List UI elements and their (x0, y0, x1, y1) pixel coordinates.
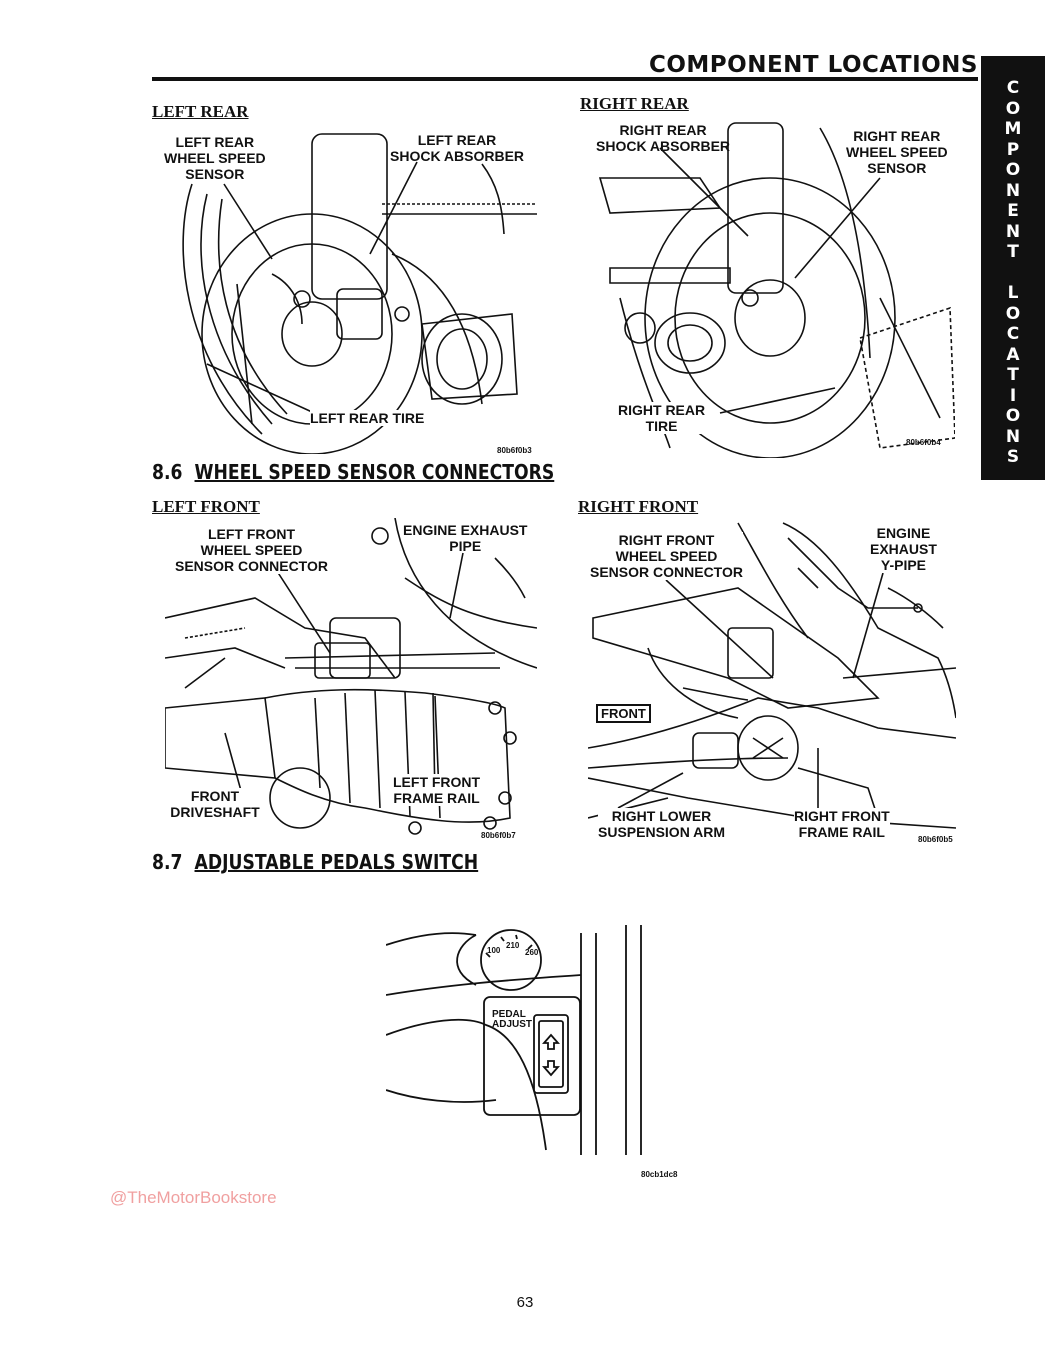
side-tab-letter: S (1006, 447, 1020, 467)
right-rear-shock-label: RIGHT REAR SHOCK ABSORBER (596, 122, 731, 154)
left-rear-sensor-label: LEFT REAR WHEEL SPEED SENSOR (164, 134, 266, 182)
page-header-title: COMPONENT LOCATIONS (648, 52, 978, 78)
section-8-7-number: 8.7 (152, 850, 183, 874)
side-tab-letter: E (1007, 201, 1019, 221)
side-tab-letter: M (1004, 119, 1022, 139)
gauge-label-210: 210 (506, 941, 520, 950)
side-tab-letter: T (1007, 365, 1019, 385)
side-tab-letter: O (1005, 406, 1021, 426)
gauge-label-260: 260 (525, 948, 539, 957)
right-rear-figure-id: 80b6f0b4 (906, 438, 941, 447)
right-front-connector-label: RIGHT FRONT WHEEL SPEED SENSOR CONNECTOR (590, 532, 743, 580)
pedal-adjust-drawing (386, 925, 642, 1155)
section-8-6-title: WHEEL SPEED SENSOR CONNECTORS (194, 460, 555, 484)
right-front-frame-rail-label: RIGHT FRONT FRAME RAIL (794, 808, 890, 840)
side-tab-letter: I (1009, 385, 1017, 406)
header-rule (152, 77, 978, 81)
side-tab-letter: N (1005, 426, 1021, 447)
side-tab-letter: O (1005, 160, 1021, 180)
side-tab-letter: N (1005, 221, 1021, 242)
left-front-heading: LEFT FRONT (152, 497, 260, 516)
left-rear-shock-label: LEFT REAR SHOCK ABSORBER (390, 132, 525, 164)
side-tab-letter: L (1007, 283, 1019, 303)
left-front-exhaust-label: ENGINE EXHAUST PIPE (403, 522, 528, 554)
right-rear-sensor-label: RIGHT REAR WHEEL SPEED SENSOR (846, 128, 948, 176)
left-rear-tire-label: LEFT REAR TIRE (310, 410, 425, 426)
section-8-7-heading: 8.7 ADJUSTABLE PEDALS SWITCH (152, 850, 478, 874)
right-rear-figure: RIGHT REAR SHOCK ABSORBER RIGHT REAR WHE… (580, 118, 955, 458)
gauge-label-100: 100 (487, 946, 501, 955)
section-8-7-title: ADJUSTABLE PEDALS SWITCH (194, 850, 479, 874)
right-rear-tire-label: RIGHT REAR TIRE (618, 402, 706, 434)
right-rear-heading: RIGHT REAR (580, 94, 689, 113)
right-front-front-arrow-label: FRONT (596, 704, 651, 723)
section-8-6-number: 8.6 (152, 460, 183, 484)
right-front-exhaust-label: ENGINE EXHAUST Y-PIPE (870, 525, 937, 573)
left-front-figure-id: 80b6f0b7 (481, 831, 516, 840)
side-tab-letter: O (1005, 303, 1021, 324)
right-front-heading: RIGHT FRONT (578, 497, 699, 516)
left-front-frame-rail-label: LEFT FRONT FRAME RAIL (393, 774, 481, 806)
right-front-figure-id: 80b6f0b5 (918, 835, 953, 844)
left-front-figure: LEFT FRONT WHEEL SPEED SENSOR CONNECTOR … (165, 518, 537, 843)
side-tab-letter: T (1007, 242, 1019, 262)
page-number: 63 (516, 1294, 534, 1311)
right-front-arm-label: RIGHT LOWER SUSPENSION ARM (598, 808, 726, 840)
left-front-driveshaft-label: FRONT DRIVESHAFT (165, 788, 265, 820)
side-tab-letter: O (1005, 98, 1021, 119)
pedal-figure-id: 80cb1dc8 (641, 1170, 678, 1179)
side-tab-letter: C (1006, 78, 1020, 98)
side-tab-letter: A (1006, 344, 1020, 365)
right-rear-drawing (598, 122, 955, 458)
section-8-6-heading: 8.6 WHEEL SPEED SENSOR CONNECTORS (152, 460, 554, 484)
side-tab-letter: C (1006, 324, 1020, 344)
watermark: @TheMotorBookstore (110, 1188, 277, 1207)
left-front-connector-label: LEFT FRONT WHEEL SPEED SENSOR CONNECTOR (175, 526, 328, 574)
side-tab-letter: P (1006, 139, 1020, 160)
pedal-adjust-label: PEDAL ADJUST (492, 1009, 533, 1030)
side-tab-letter: N (1005, 180, 1021, 201)
right-front-figure: RIGHT FRONT WHEEL SPEED SENSOR CONNECTOR… (588, 518, 956, 848)
pedal-adjust-figure: 100 210 260 PEDAL ADJUST (386, 925, 656, 1155)
left-rear-figure-id: 80b6f0b3 (497, 446, 532, 455)
left-rear-heading: LEFT REAR (152, 102, 249, 121)
left-rear-figure: LEFT REAR WHEEL SPEED SENSOR LEFT REAR S… (152, 124, 537, 455)
left-front-drawing (165, 518, 537, 835)
